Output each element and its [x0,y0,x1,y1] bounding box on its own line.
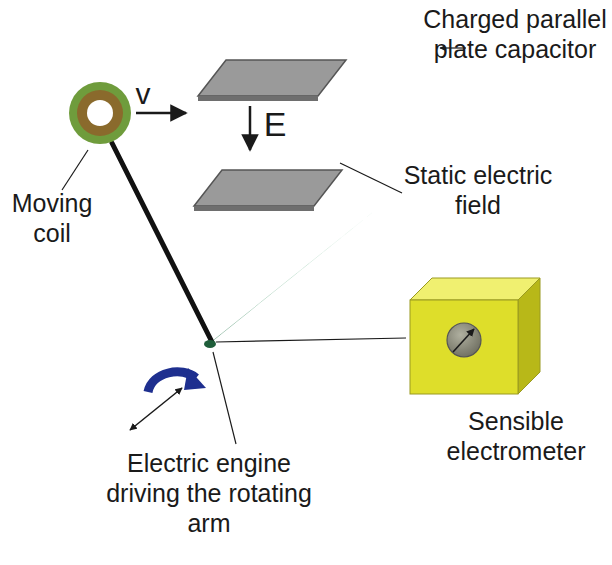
electrometer-label: Sensible electrometer [428,406,604,466]
coil-label: Moving coil [2,188,102,248]
velocity-symbol: v [128,76,158,112]
moving-coil [69,82,131,144]
leader-lines [62,48,466,444]
field-symbol: E [258,104,292,145]
rotation-arrowhead [184,368,206,390]
rotating-arm [112,143,212,342]
electrometer-box [410,278,540,394]
velocity-arrow [136,112,186,115]
needle-pivot [204,340,216,348]
capacitor-plates [194,60,346,211]
electrometer-needle [206,208,378,346]
field-label: Static electric field [394,160,562,220]
engine-label: Electric engine driving the rotating arm [106,448,312,538]
axis-arrow [130,388,182,430]
capacitor-label: Charged parallel plate capacitor [422,4,608,64]
field-arrow [249,106,252,150]
